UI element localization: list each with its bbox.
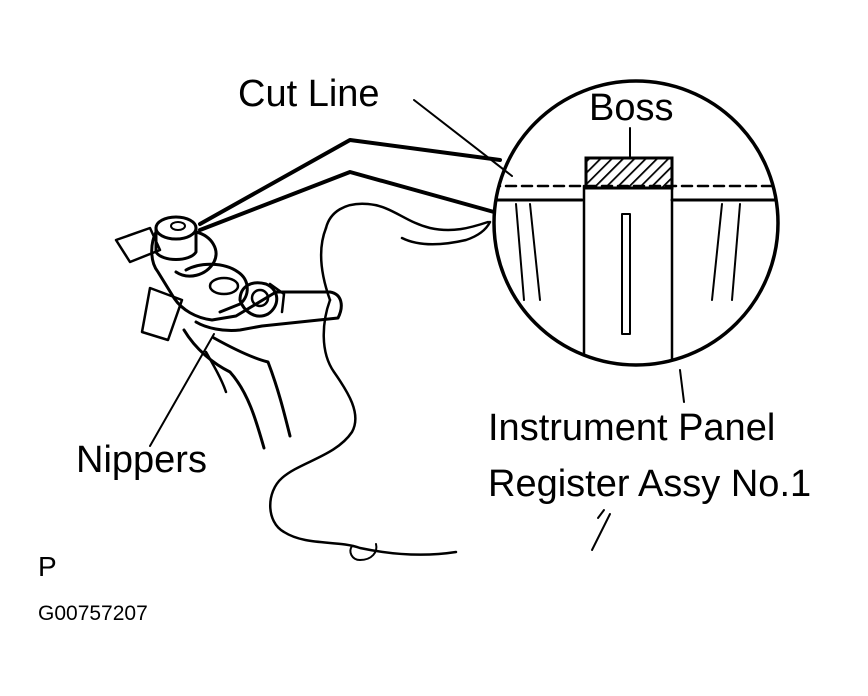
nippers-label: Nippers (76, 439, 207, 481)
boss-hatched (584, 156, 674, 190)
boss-label: Boss (589, 87, 673, 129)
leader-lines (149, 99, 685, 447)
nippers-tool (114, 215, 343, 450)
part-label-line2: Register Assy No.1 (488, 463, 811, 505)
part-label-line1: Instrument Panel (488, 407, 775, 449)
figure-id: G00757207 (38, 602, 148, 625)
magnified-detail (492, 79, 780, 367)
hand-illustration (269, 202, 611, 561)
magnification-lines (198, 138, 502, 232)
cut-line-label: Cut Line (238, 73, 380, 115)
corner-mark: P (38, 551, 57, 582)
